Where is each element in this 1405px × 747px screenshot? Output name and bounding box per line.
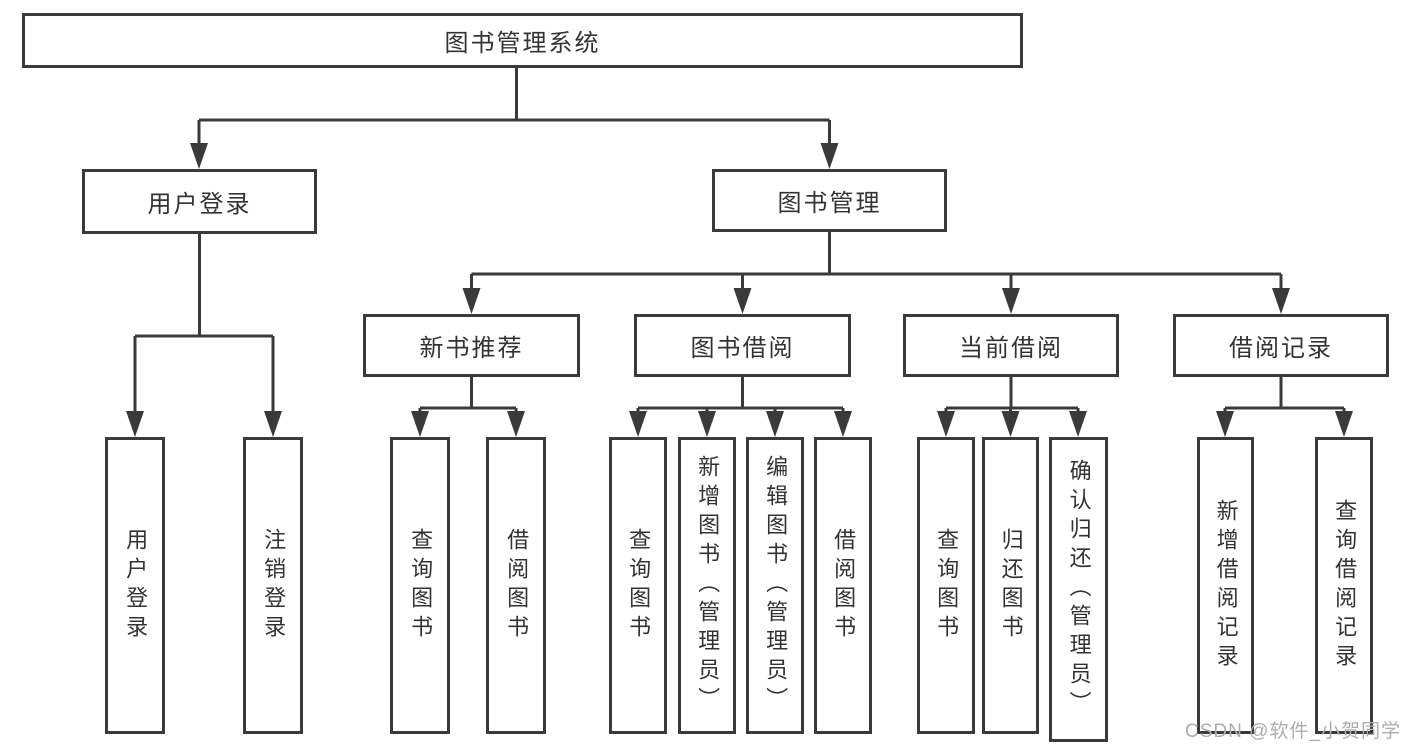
leaf-confirm-return-admin: 确认归还（管理员） [1049,437,1108,742]
node-book-management: 图书管理 [712,169,947,232]
node-current-borrowing: 当前借阅 [903,314,1119,377]
connector-book-management-children [462,232,1290,314]
node-user-login: 用户登录 [82,169,317,234]
node-book-borrowing: 图书借阅 [634,314,851,377]
leaf-add-borrow-record: 新增借阅记录 [1197,437,1254,734]
node-borrowing-records: 借阅记录 [1173,314,1389,377]
leaf-borrow-books-recommend: 借阅图书 [486,437,546,734]
connector-user-login-children [126,234,282,437]
leaf-query-books-borrowing: 查询图书 [609,437,667,734]
leaf-edit-books-admin: 编辑图书（管理员） [746,437,804,734]
connector-root-to-level2 [190,68,839,169]
leaf-query-borrow-record: 查询借阅记录 [1315,437,1373,734]
node-library-system: 图书管理系统 [22,13,1023,68]
watermark-text: CSDN @软件_小贺同学 [1185,721,1401,742]
leaf-add-books-admin: 新增图书（管理员） [678,437,736,734]
leaf-query-books-recommend: 查询图书 [390,437,450,734]
leaf-logout-login: 注销登录 [243,437,303,734]
leaf-borrow-books-borrowing: 借阅图书 [814,437,872,734]
node-new-book-recommend: 新书推荐 [363,314,580,377]
connector-current-borrowing-children [937,377,1087,437]
leaf-return-books: 归还图书 [982,437,1039,734]
connector-borrowing-records-children [1216,377,1353,437]
leaf-user-login: 用户登录 [105,437,165,734]
leaf-query-books-current: 查询图书 [917,437,975,734]
connector-new-book-children [411,377,525,437]
connector-book-borrowing-children [629,377,852,437]
